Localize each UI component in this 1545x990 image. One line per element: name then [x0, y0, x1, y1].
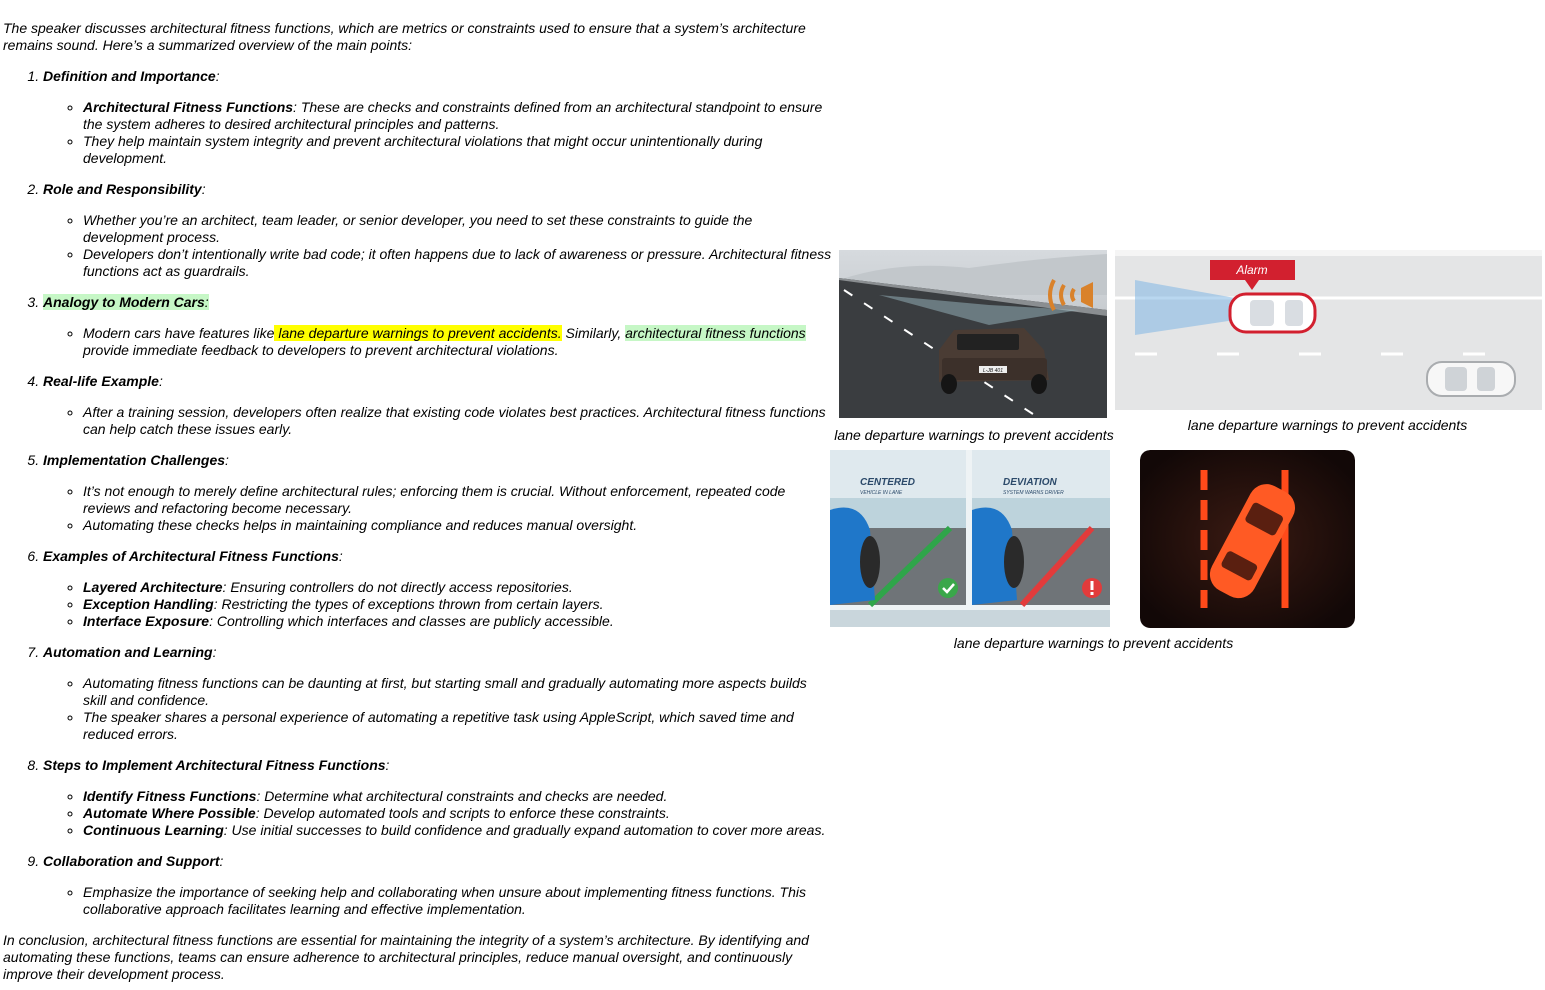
section-title: Collaboration and Support: [43, 853, 220, 869]
car: L-JB 401: [939, 328, 1049, 394]
section-list: Definition and Importance: Architectural…: [3, 68, 833, 918]
svg-text:CENTERED: CENTERED: [860, 477, 915, 488]
document-body: The speaker discusses architectural fitn…: [3, 20, 833, 983]
highway-car-image: L-JB 401: [839, 250, 1107, 418]
section-item: Implementation Challenges: It’s not enou…: [43, 452, 833, 534]
bullet-item: Developers don’t intentionally write bad…: [83, 246, 833, 280]
bullet-term: Layered Architecture: [83, 579, 223, 595]
bullet-list: Identify Fitness Functions: Determine wh…: [43, 788, 833, 839]
alarm-road-image: Alarm: [1115, 250, 1542, 410]
section-title: Steps to Implement Architectural Fitness…: [43, 757, 386, 773]
section-title: Automation and Learning: [43, 644, 213, 660]
lane-comparison-illustration: CENTERED VEHICLE IN LANE DEVIATION SYSTE…: [830, 450, 1110, 627]
svg-text:DEVIATION: DEVIATION: [1003, 477, 1057, 488]
section-item: Real-life Example: After a training sess…: [43, 373, 833, 438]
section-title: Examples of Architectural Fitness Functi…: [43, 548, 339, 564]
conclusion-paragraph: In conclusion, architectural fitness fun…: [3, 932, 809, 982]
license-plate: [979, 366, 1007, 373]
bullet-item: It’s not enough to merely define archite…: [83, 483, 833, 517]
highlight-yellow: lane departure warnings to prevent accid…: [274, 325, 562, 341]
section-title: Role and Responsibility: [43, 181, 202, 197]
bullet-term: Continuous Learning: [83, 822, 224, 838]
bullet-term: Architectural Fitness Functions: [83, 99, 294, 115]
section-item: Steps to Implement Architectural Fitness…: [43, 757, 833, 839]
deviation-panel: DEVIATION SYSTEM WARNS DRIVER: [972, 450, 1110, 608]
tilted-car: [1209, 484, 1296, 599]
highway-car-illustration: L-JB 401: [839, 250, 1107, 418]
section-title: Implementation Challenges: [43, 452, 226, 468]
bullet-item: Layered Architecture: Ensuring controlle…: [83, 579, 833, 596]
bullet-item: Identify Fitness Functions: Determine wh…: [83, 788, 833, 805]
sound-waves-icon: [1048, 279, 1093, 311]
bullet-item: Modern cars have features like lane depa…: [83, 325, 833, 359]
bullet-item: They help maintain system integrity and …: [83, 133, 833, 167]
bullet-list: Automating fitness functions can be daun…: [43, 675, 833, 743]
bullet-list: Architectural Fitness Functions: These a…: [43, 99, 833, 167]
intro-paragraph: The speaker discusses architectural fitn…: [3, 20, 806, 53]
centered-panel: CENTERED VEHICLE IN LANE: [830, 450, 966, 608]
bullet-list: After a training session, developers oft…: [43, 404, 833, 438]
figure-caption: lane departure warnings to prevent accid…: [834, 427, 1114, 443]
bullet-list: Whether you’re an architect, team leader…: [43, 212, 833, 280]
sensor-beam: [1135, 280, 1235, 335]
bullet-item: Exception Handling: Restricting the type…: [83, 596, 833, 613]
figure-caption: lane departure warnings to prevent accid…: [953, 635, 1234, 651]
section-item: Collaboration and Support: Emphasize the…: [43, 853, 833, 918]
bullet-list: Modern cars have features like lane depa…: [43, 325, 833, 359]
svg-text:Alarm: Alarm: [1235, 263, 1267, 277]
section-item: Analogy to Modern Cars: Modern cars have…: [43, 294, 833, 359]
bullet-list: Layered Architecture: Ensuring controlle…: [43, 579, 833, 630]
bullet-term: Interface Exposure: [83, 613, 210, 629]
other-car: [1426, 361, 1516, 397]
lane-warning-icon-image: [1140, 450, 1355, 628]
lane-warning-dashboard-icon: [1140, 450, 1355, 628]
lane-comparison-image: CENTERED VEHICLE IN LANE DEVIATION SYSTE…: [830, 450, 1110, 627]
section-item: Definition and Importance: Architectural…: [43, 68, 833, 167]
svg-text:VEHICLE IN LANE: VEHICLE IN LANE: [860, 490, 903, 496]
bullet-list: It’s not enough to merely define archite…: [43, 483, 833, 534]
section-item: Role and Responsibility: Whether you’re …: [43, 181, 833, 280]
bullet-term: Exception Handling: [83, 596, 214, 612]
section-item: Automation and Learning: Automating fitn…: [43, 644, 833, 743]
bullet-item: Interface Exposure: Controlling which in…: [83, 613, 833, 630]
alarm-car: [1228, 292, 1317, 334]
bullet-item: Automate Where Possible: Develop automat…: [83, 805, 833, 822]
bullet-item: The speaker shares a personal experience…: [83, 709, 833, 743]
figure-caption: lane departure warnings to prevent accid…: [1187, 417, 1468, 433]
bullet-item: Architectural Fitness Functions: These a…: [83, 99, 833, 133]
svg-text:L-JB 401: L-JB 401: [983, 368, 1003, 374]
bullet-item: Automating these checks helps in maintai…: [83, 517, 833, 534]
bullet-item: Automating fitness functions can be daun…: [83, 675, 833, 709]
bullet-item: Whether you’re an architect, team leader…: [83, 212, 833, 246]
bullet-item: Continuous Learning: Use initial success…: [83, 822, 833, 839]
alarm-label: Alarm: [1210, 260, 1295, 290]
highlight-green: architectural fitness functions: [625, 325, 806, 341]
bullet-item: Emphasize the importance of seeking help…: [83, 884, 833, 918]
section-title: Definition and Importance: [43, 68, 216, 84]
section-title: Real-life Example: [43, 373, 159, 389]
bullet-item: After a training session, developers oft…: [83, 404, 833, 438]
section-title: Analogy to Modern Cars: [43, 294, 205, 310]
svg-text:SYSTEM WARNS DRIVER: SYSTEM WARNS DRIVER: [1003, 490, 1064, 496]
section-item: Examples of Architectural Fitness Functi…: [43, 548, 833, 630]
bullet-term: Identify Fitness Functions: [83, 788, 257, 804]
check-icon: [938, 578, 958, 598]
bullet-term: Automate Where Possible: [83, 805, 256, 821]
bullet-list: Emphasize the importance of seeking help…: [43, 884, 833, 918]
alarm-road-illustration: Alarm: [1115, 250, 1542, 410]
